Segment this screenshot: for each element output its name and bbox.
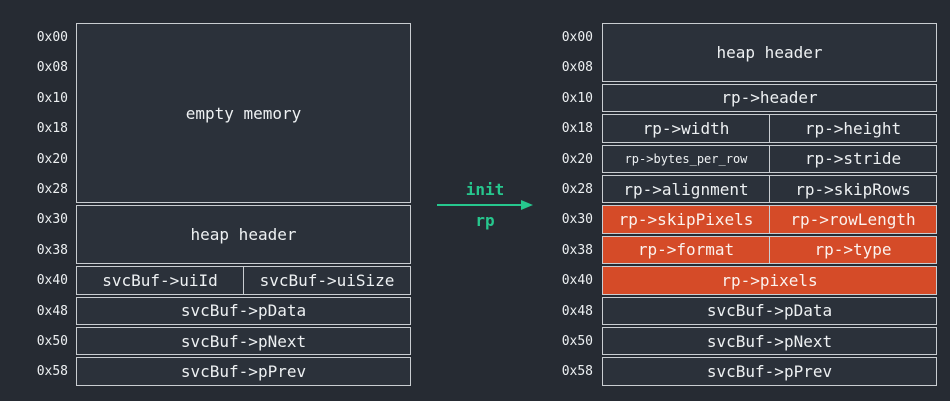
arrow-label-bottom: rp (475, 211, 495, 230)
address-label: 0x40 (561, 273, 593, 289)
init-arrow: init rp (436, 181, 534, 229)
address-label: 0x30 (561, 212, 593, 228)
address-label: 0x48 (561, 303, 593, 319)
row-heap-header: heap header (76, 205, 411, 265)
address-label: 0x40 (36, 273, 68, 289)
cell-svcbuf-pdata: svcBuf->pData (602, 296, 937, 325)
address-label: 0x38 (561, 242, 593, 258)
cell-svcbuf-pprev: svcBuf->pPrev (76, 357, 411, 386)
address-label: 0x08 (561, 60, 593, 76)
row-svcbuf-pdata: svcBuf->pData (76, 296, 411, 325)
address-label: 0x28 (36, 182, 68, 197)
row-svcbuf-pnext: svcBuf->pNext (602, 326, 937, 356)
address-label: 0x38 (36, 242, 68, 258)
row-svcbuf-id-size: svcBuf->uiId svcBuf->uiSize (76, 266, 411, 295)
cell-rp-format: rp->format (602, 235, 770, 265)
address-label: 0x20 (561, 151, 593, 167)
cell-rp-bytes-per-row: rp->bytes_per_row (602, 144, 770, 173)
arrow-label-top: init (465, 180, 505, 199)
cell-rp-skiprows: rp->skipRows (769, 174, 937, 204)
cell-rp-alignment: rp->alignment (602, 174, 770, 204)
cell-rp-stride: rp->stride (769, 144, 937, 173)
right-memory-map: heap header rp->header rp->width rp->hei… (602, 23, 937, 386)
row-heap-header: heap header (602, 23, 937, 82)
left-address-column: 0x00 0x08 0x10 0x18 0x20 0x28 0x30 0x38 … (28, 23, 68, 388)
address-label: 0x18 (561, 121, 593, 137)
address-label: 0x50 (36, 334, 68, 349)
cell-svcbuf-uiid: svcBuf->uiId (76, 266, 244, 295)
address-label: 0x30 (36, 212, 68, 228)
cell-heap-header: heap header (76, 205, 411, 265)
address-label: 0x00 (561, 30, 593, 45)
cell-rp-header: rp->header (602, 83, 937, 113)
address-label: 0x58 (36, 364, 68, 380)
row-svcbuf-pprev: svcBuf->pPrev (602, 357, 937, 386)
row-svcbuf-pdata: svcBuf->pData (602, 296, 937, 325)
address-label: 0x08 (36, 60, 68, 76)
cell-rp-width: rp->width (602, 114, 770, 143)
cell-rp-type: rp->type (769, 235, 937, 265)
address-label: 0x18 (36, 121, 68, 137)
cell-rp-height: rp->height (769, 114, 937, 143)
address-label: 0x20 (36, 151, 68, 167)
row-rp-width-height: rp->width rp->height (602, 114, 937, 143)
address-label: 0x28 (561, 182, 593, 197)
cell-svcbuf-pdata: svcBuf->pData (76, 296, 411, 325)
right-address-column: 0x00 0x08 0x10 0x18 0x20 0x28 0x30 0x38 … (553, 23, 593, 388)
row-svcbuf-pprev: svcBuf->pPrev (76, 357, 411, 386)
left-memory-map: empty memory heap header svcBuf->uiId sv… (76, 23, 411, 386)
row-rp-pixels: rp->pixels (602, 266, 937, 295)
right-arrow-icon (437, 200, 533, 210)
address-label: 0x10 (561, 90, 593, 106)
row-empty-memory: empty memory (76, 23, 411, 204)
row-rp-alignment-skiprows: rp->alignment rp->skipRows (602, 174, 937, 204)
address-label: 0x10 (36, 90, 68, 106)
row-rp-format-type: rp->format rp->type (602, 235, 937, 265)
cell-rp-rowlength: rp->rowLength (769, 205, 937, 234)
cell-heap-header: heap header (602, 23, 937, 82)
cell-svcbuf-pprev: svcBuf->pPrev (602, 357, 937, 386)
address-label: 0x48 (36, 303, 68, 319)
cell-empty-memory: empty memory (76, 23, 411, 204)
address-label: 0x58 (561, 364, 593, 380)
cell-rp-skippixels: rp->skipPixels (602, 205, 770, 234)
address-label: 0x50 (561, 334, 593, 349)
row-rp-skippixels-rowlength: rp->skipPixels rp->rowLength (602, 205, 937, 234)
cell-svcbuf-pnext: svcBuf->pNext (602, 326, 937, 356)
address-label: 0x00 (36, 30, 68, 45)
cell-rp-pixels: rp->pixels (602, 266, 937, 295)
row-rp-bytes-stride: rp->bytes_per_row rp->stride (602, 144, 937, 173)
cell-svcbuf-uisize: svcBuf->uiSize (243, 266, 411, 295)
row-svcbuf-pnext: svcBuf->pNext (76, 326, 411, 356)
row-rp-header: rp->header (602, 83, 937, 113)
cell-svcbuf-pnext: svcBuf->pNext (76, 326, 411, 356)
